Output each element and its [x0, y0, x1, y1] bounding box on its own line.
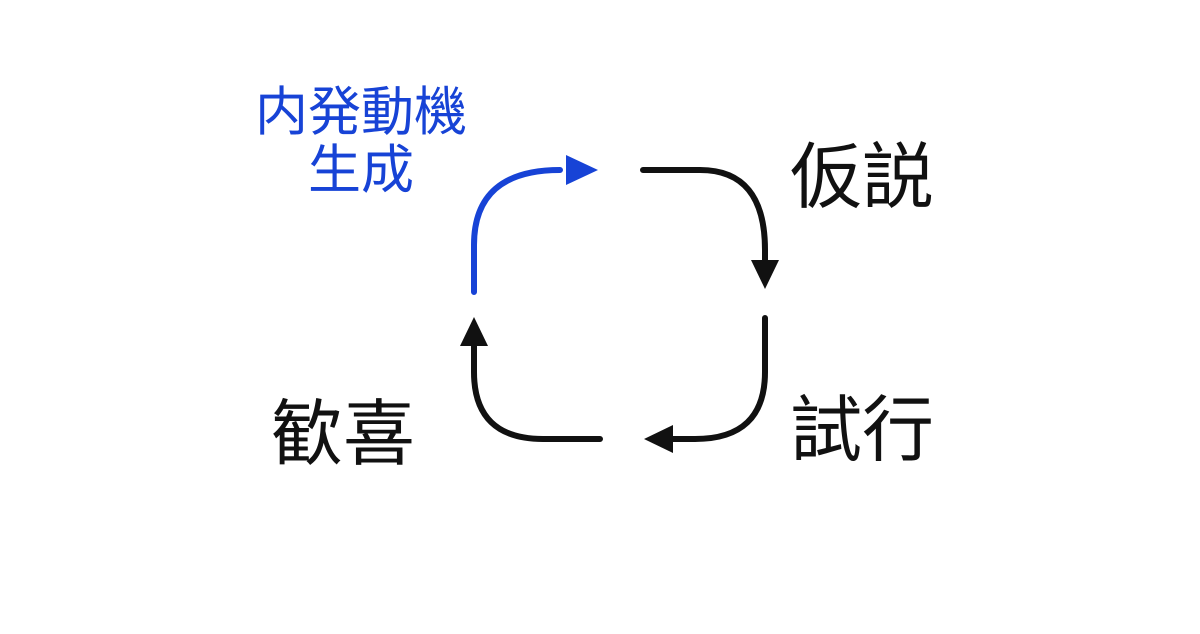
- joy-label: 歓喜: [271, 392, 416, 476]
- motivation-generation-line-2: 生成: [308, 140, 414, 201]
- motivation-generation-label: 内発動機 生成: [231, 84, 491, 200]
- arrow-joy-to-origin: [460, 317, 603, 442]
- motivation-generation-line-1: 内発動機: [255, 82, 467, 143]
- hypothesis-label: 仮説: [790, 135, 935, 219]
- arrow-trial-to-joy: [644, 315, 768, 453]
- trial-label: 試行: [790, 388, 935, 472]
- arrow-hypothesis-to-trial: [640, 167, 779, 289]
- arrow-origin-to-hypothesis: [471, 155, 598, 295]
